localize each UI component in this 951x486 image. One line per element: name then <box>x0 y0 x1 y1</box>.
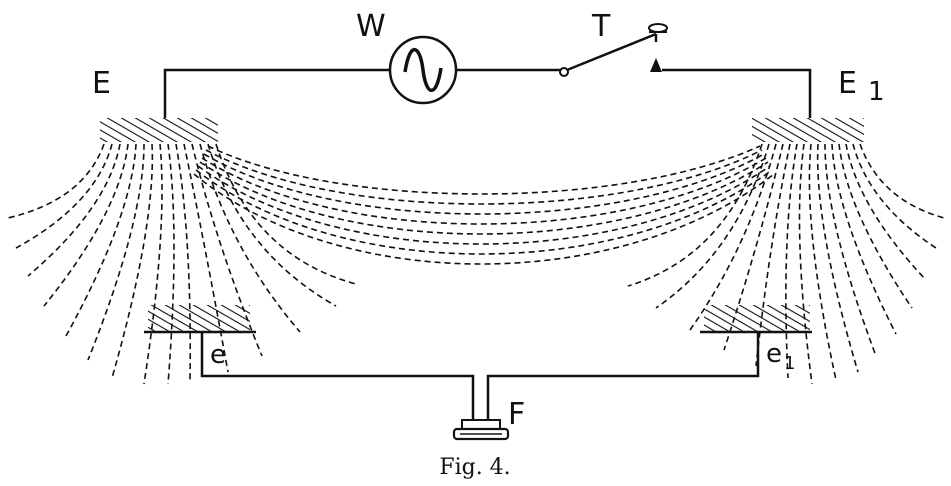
wire-left-to-generator <box>163 68 390 118</box>
field-line-left <box>191 143 263 357</box>
telephone-receiver-icon <box>452 419 510 441</box>
field-line-left <box>27 143 121 277</box>
field-line-right <box>831 143 897 335</box>
field-line-right <box>859 143 945 219</box>
field-line-left <box>207 143 337 307</box>
field-line-connecting <box>203 153 765 215</box>
label-generator: W <box>356 9 386 44</box>
field-line-connecting <box>195 169 773 255</box>
bottom-circuit <box>200 332 760 420</box>
field-line-left <box>43 143 129 307</box>
top-circuit <box>163 68 812 118</box>
field-line-left <box>65 143 137 337</box>
label-plate-left: e <box>210 340 226 370</box>
field-line-right <box>785 143 798 379</box>
field-line-right <box>816 143 859 373</box>
field-line-right <box>808 143 837 381</box>
plate-right <box>700 305 812 334</box>
field-line-right <box>845 143 927 281</box>
label-receiver: F <box>508 397 525 432</box>
field-line-right <box>627 143 763 287</box>
label-plate-right-sub: 1 <box>784 353 795 374</box>
field-line-right <box>755 143 791 367</box>
wire-key-to-right <box>662 68 812 118</box>
figure-caption: Fig. 4. <box>439 455 510 480</box>
field-line-connecting <box>207 145 761 195</box>
electrode-left-plate <box>100 118 218 142</box>
wire-plate-right <box>486 332 760 420</box>
label-electrode-left: E <box>92 66 111 101</box>
field-line-connecting <box>205 149 763 205</box>
field-line-connecting <box>199 161 769 235</box>
field-line-right <box>838 143 913 309</box>
field-line-left <box>111 143 154 379</box>
field-line-right <box>824 143 877 357</box>
sine-wave-generator-icon <box>388 35 458 105</box>
field-line-left <box>143 143 163 385</box>
field-line-left <box>15 143 113 249</box>
field-line-left <box>215 143 357 285</box>
telegraph-key-icon[interactable] <box>559 23 668 77</box>
field-lines <box>7 143 945 385</box>
label-key: T <box>591 9 611 44</box>
field-line-connecting <box>193 173 775 265</box>
electrode-right-plate <box>752 118 864 142</box>
field-line-right <box>798 143 813 385</box>
field-line-right <box>689 143 777 331</box>
field-line-left <box>175 143 192 381</box>
label-electrode-right-sub: 1 <box>868 77 885 107</box>
field-line-left <box>167 143 175 385</box>
plate-left <box>144 305 256 334</box>
label-plate-right: e <box>766 339 782 369</box>
wire-plate-left <box>200 332 475 420</box>
field-line-left <box>87 143 145 361</box>
field-line-left <box>183 143 229 373</box>
label-electrode-right: E <box>838 66 857 101</box>
field-line-left <box>7 143 105 219</box>
field-line-right <box>852 143 937 249</box>
field-line-right <box>723 143 784 351</box>
field-line-connecting <box>197 165 771 245</box>
field-line-connecting <box>201 157 767 225</box>
field-line-right <box>655 143 770 309</box>
